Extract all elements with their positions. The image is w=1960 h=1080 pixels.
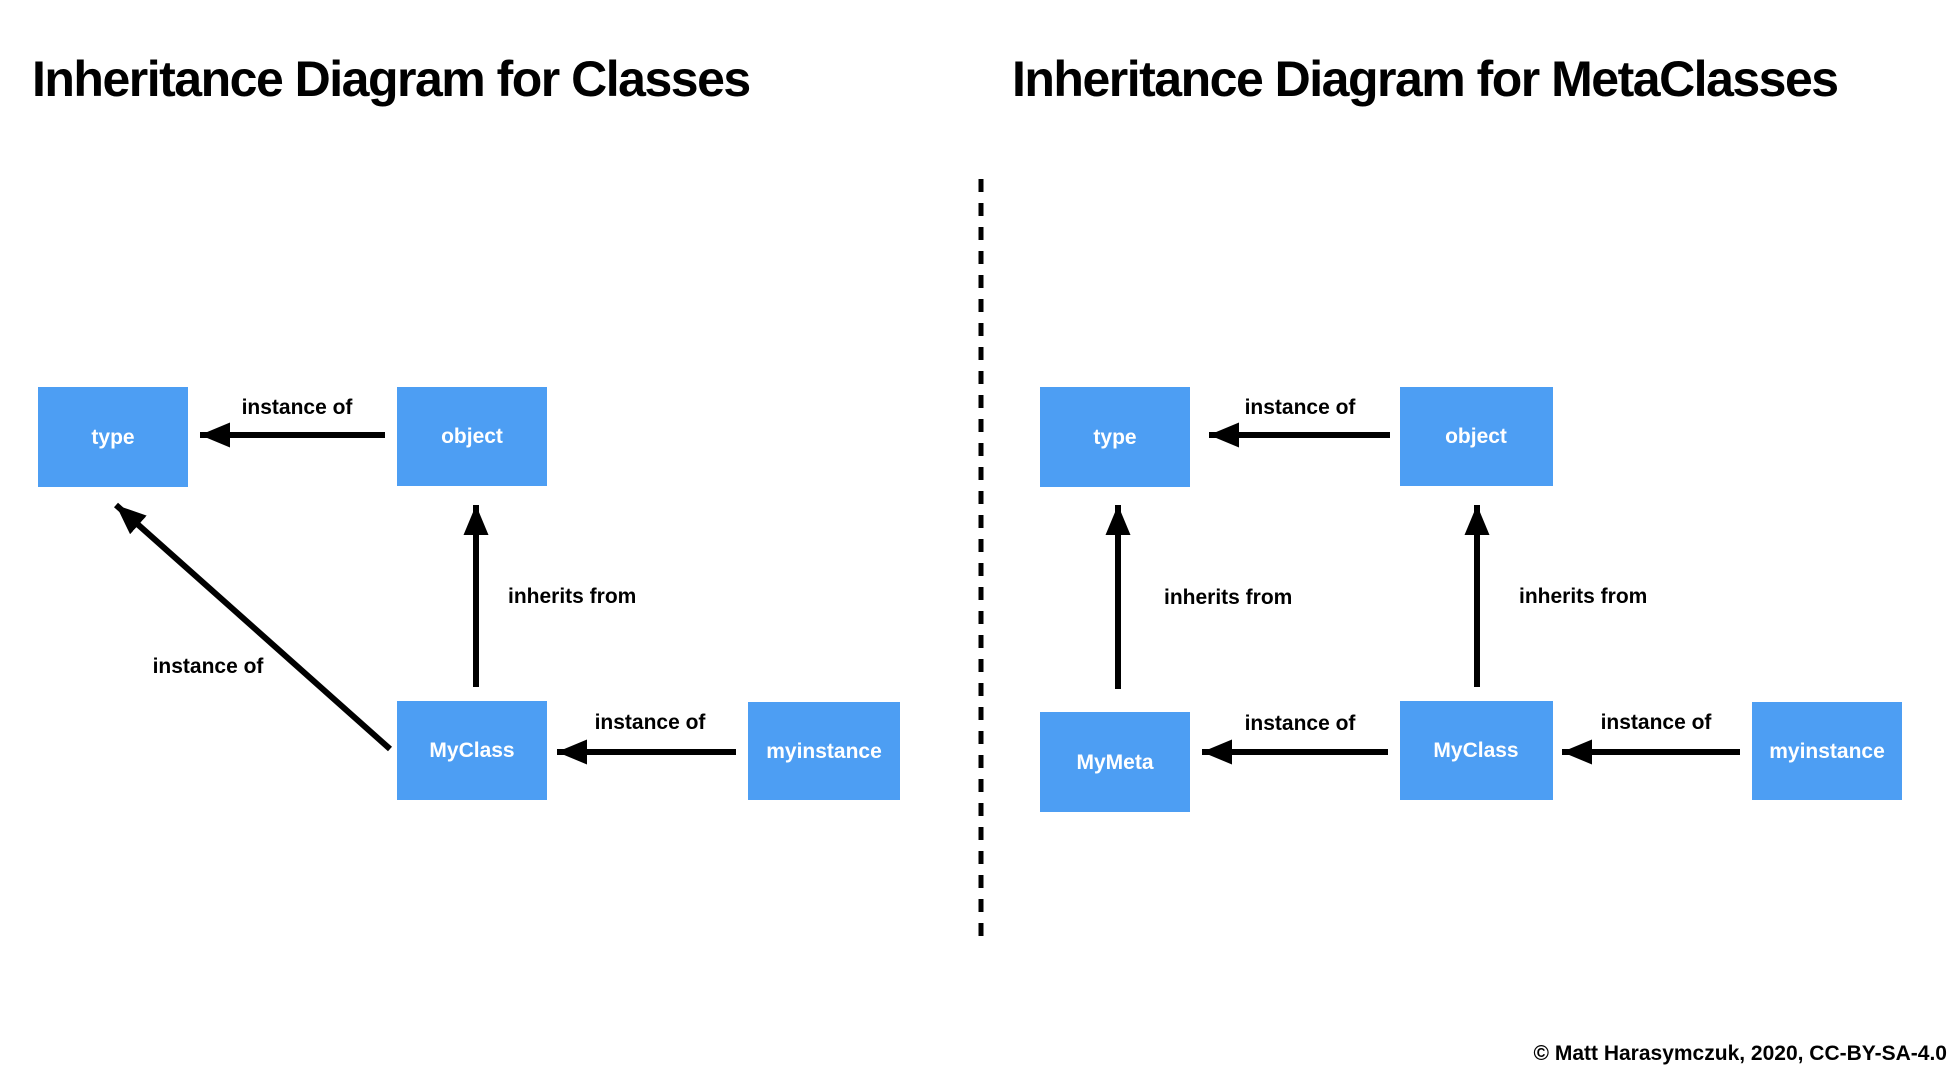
right-edge-label-myclass-to-object: inherits from [1519,585,1647,608]
left-edge-label-myclass-to-object: inherits from [508,585,636,608]
right-node-label-type: type [1093,426,1136,449]
right-node-myinstance [1752,702,1902,800]
left-diagram: instance of inherits from instance of in… [38,387,900,800]
right-node-label-myclass: MyClass [1433,739,1518,762]
right-node-label-object: object [1445,425,1507,448]
left-node-label-object: object [441,425,503,448]
right-node-label-myinstance: myinstance [1769,740,1885,763]
left-edge-myclass-to-type [114,502,392,752]
right-node-mymeta [1040,712,1190,812]
right-edge-label-object-to-type: instance of [1245,396,1357,419]
left-node-myinstance [748,702,900,800]
left-node-object [397,387,547,486]
left-node-label-myclass: MyClass [429,739,514,762]
right-edge-label-mymeta-to-type: inherits from [1164,586,1292,609]
right-node-label-mymeta: MyMeta [1076,751,1153,774]
right-edge-label-myclass-to-mymeta: instance of [1245,712,1357,735]
right-node-myclass [1400,701,1553,800]
left-node-label-myinstance: myinstance [766,740,882,763]
left-node-label-type: type [91,426,134,449]
left-edge-label-myinstance-to-myclass: instance of [595,711,707,734]
left-diagram-title: Inheritance Diagram for Classes [32,51,751,107]
left-node-myclass [397,701,547,800]
left-edge-label-object-to-type: instance of [242,396,354,419]
copyright-notice: © Matt Harasymczuk, 2020, CC-BY-SA-4.0 [1533,1042,1947,1065]
right-node-object [1400,387,1553,486]
right-edge-label-myinstance-to-myclass: instance of [1601,711,1713,734]
left-edge-label-myclass-to-type: instance of [153,655,265,678]
right-diagram: instance of inherits from inherits from … [1040,387,1902,812]
right-node-type [1040,387,1190,487]
right-diagram-title: Inheritance Diagram for MetaClasses [1012,51,1839,107]
left-node-type [38,387,188,487]
